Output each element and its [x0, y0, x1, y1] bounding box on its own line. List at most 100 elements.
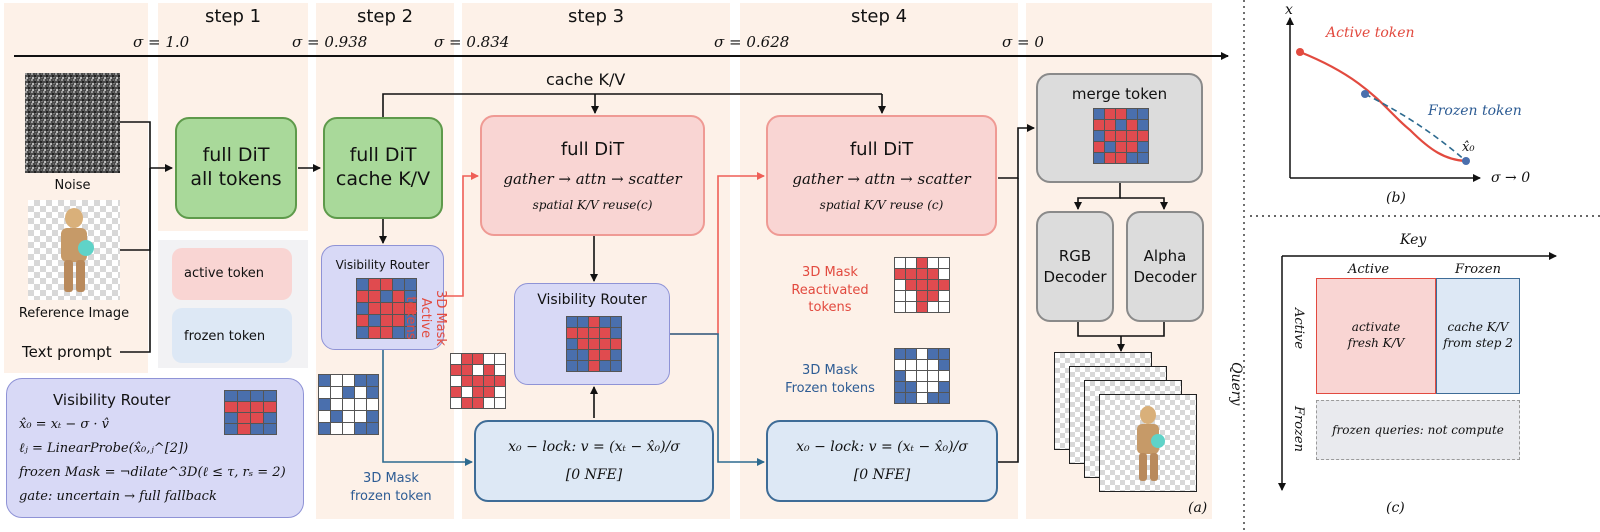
sigma-label: σ = 0.938	[292, 33, 368, 51]
cell-line: cache K/V	[1447, 320, 1509, 335]
step2-full-dit-block: full DiT cache K/V	[323, 117, 443, 219]
router-panel-title: Visibility Router	[53, 391, 171, 409]
mask-grid-active-step2	[450, 353, 506, 409]
router-equation-2: ℓⱼ = LinearProbe(x̂₀,ⱼ^[2])	[19, 441, 189, 456]
router-title: Visibility Router	[537, 292, 647, 308]
mask-line: Frozen tokens	[785, 380, 875, 396]
step4-full-dit-block: full DiT gather → attn → scatter spatial…	[766, 115, 997, 236]
cell-line: fresh K/V	[1347, 336, 1405, 350]
mask-grid-step2-router	[356, 278, 417, 339]
decoder-line: Decoder	[1043, 267, 1107, 286]
step3-x0-lock-block: x₀ − lock: v = (xₜ − x̂₀)/σ [0 NFE]	[474, 420, 714, 502]
step3-full-dit-block: full DiT gather → attn → scatter spatial…	[480, 115, 705, 236]
spatial-kv-reuse: spatial K/V reuse (c)	[819, 198, 944, 212]
cell-line: from step 2	[1443, 336, 1513, 350]
mask-grid-frozen-step2	[318, 374, 379, 435]
legend-frozen-label: frozen token	[184, 329, 266, 344]
nfe-label: [0 NFE]	[565, 467, 623, 483]
router-equation-1: x̂₀ = xₜ − σ · v̂	[19, 417, 110, 432]
legend-frozen-box	[172, 308, 292, 363]
panel-c-query-label: Query	[1228, 362, 1244, 406]
cell-active-active: activate fresh K/V	[1316, 278, 1436, 394]
panel-c-col-frozen: Frozen	[1455, 262, 1501, 277]
merge-token-title: merge token	[1071, 85, 1168, 103]
noise-label: Noise	[54, 178, 91, 193]
block-line: cache K/V	[335, 168, 431, 190]
legend-active-label: active token	[184, 266, 264, 281]
mask-frozen-token-label: 3D Mask frozen token	[336, 470, 446, 505]
decoder-line: Decoder	[1133, 267, 1197, 286]
router-equation-4: gate: uncertain → full fallback	[19, 489, 217, 504]
reference-image	[28, 200, 120, 300]
mask-reactivated-label: 3D Mask Reactivated tokens	[770, 264, 890, 317]
mask-grid-step3-router	[566, 316, 622, 372]
panel-c-row-frozen: Frozen	[1291, 406, 1306, 452]
noise-image	[25, 73, 120, 173]
panel-b-active-label: Active token	[1326, 25, 1415, 41]
router-title: Visibility Router	[335, 258, 430, 272]
mask-line: Reactivated tokens	[791, 282, 869, 316]
x0-lock-formula: x₀ − lock: v = (xₜ − x̂₀)/σ	[508, 439, 680, 455]
step1-full-dit-block: full DiT all tokens	[175, 117, 297, 219]
panel-a-caption: (a)	[1188, 500, 1208, 516]
rgb-decoder-block: RGB Decoder	[1036, 211, 1114, 322]
input-panel-bg	[4, 3, 148, 373]
step-title-1: step 1	[204, 6, 262, 27]
panel-b-caption: (b)	[1386, 190, 1406, 206]
mask-grid-merged	[1093, 108, 1149, 164]
sigma-label: σ = 0	[1002, 33, 1044, 51]
cell-active-frozen: cache K/V from step 2	[1436, 278, 1520, 394]
decoder-line: RGB	[1058, 247, 1092, 266]
nfe-label: [0 NFE]	[853, 467, 911, 483]
mask-line: 3D Mask	[802, 363, 858, 378]
step-title-2: step 2	[356, 6, 414, 27]
mask-line: 3D Mask	[802, 265, 858, 280]
gather-attn-scatter: gather → attn → scatter	[503, 170, 682, 188]
character-figure	[1137, 406, 1165, 481]
mask-line: 3D Mask	[433, 290, 448, 346]
legend-active-box	[172, 248, 292, 300]
step-title-4: step 4	[850, 6, 908, 27]
cache-kv-label: cache K/V	[546, 70, 626, 89]
mask-line: 3D Mask	[363, 471, 419, 486]
mask-line: Active tokens	[403, 296, 433, 340]
x0-lock-formula: x₀ − lock: v = (xₜ − x̂₀)/σ	[796, 439, 968, 455]
cell-line: frozen queries: not compute	[1332, 423, 1504, 437]
sigma-label: σ = 1.0	[133, 33, 190, 51]
reference-image-label: Reference Image	[18, 306, 130, 321]
panel-c-col-active: Active	[1348, 262, 1390, 277]
decoder-line: Alpha	[1143, 247, 1187, 266]
panel-c-caption: (c)	[1386, 500, 1405, 516]
output-frame	[1099, 394, 1197, 492]
panel-b-y-label: x	[1285, 2, 1293, 18]
mask-grid-reactivated	[894, 257, 950, 313]
cell-line: activate	[1351, 320, 1401, 335]
noise-texture	[25, 73, 120, 173]
panel-b-endpoint-label: x̂₀	[1462, 140, 1475, 155]
merge-token-block: merge token	[1036, 73, 1203, 183]
output-frame-stack	[1054, 352, 1204, 524]
alpha-decoder-block: Alpha Decoder	[1126, 211, 1204, 322]
mask-active-tokens-label: 3D Mask Active tokens	[403, 286, 448, 350]
panel-b-frozen-label: Frozen token	[1428, 103, 1522, 119]
cell-frozen-queries: frozen queries: not compute	[1316, 400, 1520, 460]
panel-b-x-label: σ → 0	[1491, 170, 1531, 186]
sigma-label: σ = 0.628	[714, 33, 790, 51]
step4-x0-lock-block: x₀ − lock: v = (xₜ − x̂₀)/σ [0 NFE]	[766, 420, 998, 502]
text-prompt-label: Text prompt	[22, 343, 112, 361]
block-title: full DiT	[560, 139, 625, 160]
mask-grid-router-panel	[224, 390, 277, 435]
router-equation-3: frozen Mask = ¬dilate^3D(ℓ ≤ τ, rₛ = 2)	[19, 465, 286, 480]
step-title-3: step 3	[567, 6, 625, 27]
gather-attn-scatter: gather → attn → scatter	[792, 170, 971, 188]
sigma-label: σ = 0.834	[434, 33, 510, 51]
mask-frozen-tokens-label: 3D Mask Frozen tokens	[770, 362, 890, 397]
character-figure	[61, 208, 94, 292]
block-line: full DiT	[202, 144, 270, 167]
mask-grid-frozen-step3	[894, 348, 950, 404]
mask-line: frozen token	[350, 488, 432, 504]
block-title: full DiT	[849, 139, 914, 160]
panel-c-key-label: Key	[1400, 232, 1427, 248]
spatial-kv-reuse: spatial K/V reuse(c)	[532, 198, 653, 212]
